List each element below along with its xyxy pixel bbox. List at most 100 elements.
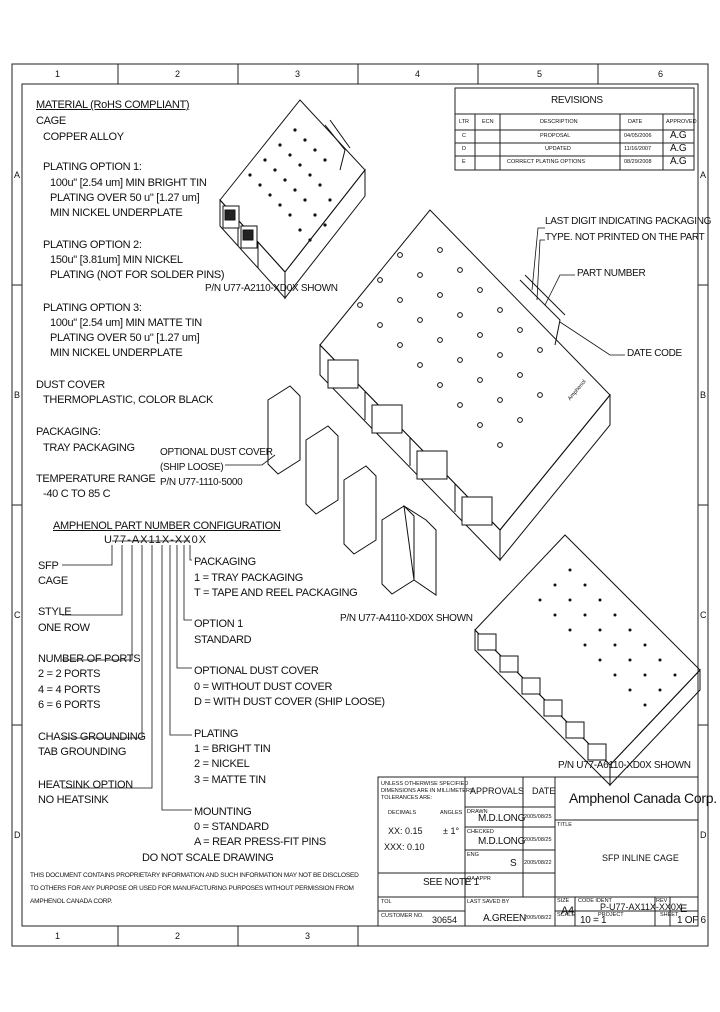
- packaging-type: TRAY PACKAGING: [43, 442, 135, 454]
- tol-line-1: UNLESS OTHERWISE SPECIFIED: [381, 781, 469, 787]
- dust-cover-heading: DUST COVER: [36, 379, 105, 391]
- option1-standard: STANDARD: [194, 634, 252, 646]
- cage-6port-drawing: [474, 534, 701, 787]
- tol-decimals: DECIMALS: [388, 810, 417, 816]
- dust-covers-drawing: [267, 385, 437, 596]
- packaging-heading: PACKAGING:: [36, 426, 101, 438]
- company-name: Amphenol Canada Corp.: [569, 790, 717, 806]
- leader-lines: [62, 227, 625, 811]
- tol-angle-value: ± 1°: [443, 826, 460, 836]
- rev-header-ltr: LTR: [459, 119, 469, 125]
- ports-4: 4 = 4 PORTS: [38, 684, 101, 696]
- zone-col-2: 2: [175, 69, 181, 79]
- plating-code-1: 1 = BRIGHT TIN: [194, 743, 271, 755]
- rev-row-approved: A.G: [670, 130, 687, 141]
- checked-date: 2005/08/25: [524, 837, 552, 843]
- plating-option-2-line-2: PLATING (NOT FOR SOLDER PINS): [50, 269, 225, 281]
- rev-value: E: [680, 903, 688, 915]
- size-value: A4: [561, 905, 574, 917]
- packaging-code-1: 1 = TRAY PACKAGING: [194, 572, 304, 584]
- chassis-heading: CHASIS GROUNDING: [38, 731, 146, 743]
- rev-header-ecn: ECN: [482, 119, 494, 125]
- rev-row-approved: A.G: [670, 156, 687, 167]
- tol-xxx: XXX: 0.10: [384, 842, 425, 852]
- style-one-row: ONE ROW: [38, 622, 90, 634]
- rev-row-approved: A.G: [670, 143, 687, 154]
- cage-6port-holes: [538, 568, 677, 707]
- rev-row-date: 08/29/2008: [624, 159, 652, 165]
- tol-angles: ANGLES: [440, 810, 463, 816]
- zone-row-a: A: [14, 170, 21, 180]
- size-label: SIZE: [557, 898, 570, 904]
- drawing-number: P-U77-AX11X-XX0X: [600, 902, 682, 912]
- zone-col-3-bottom: 3: [305, 931, 311, 941]
- rev-row-date: 04/05/2006: [624, 133, 652, 139]
- scale-value: 10 = 1: [580, 915, 607, 926]
- callout-part-number: PART NUMBER: [577, 268, 646, 279]
- qa-label: QA APPR: [467, 876, 491, 882]
- customer-label: CUSTOMER NO.: [381, 913, 424, 919]
- callout-dust-3: P/N U77-1110-5000: [160, 477, 243, 488]
- scale-label: SCALE: [557, 912, 576, 918]
- plating-option-3-line-1: 100u" [2.54 um] MIN MATTE TIN: [50, 317, 202, 329]
- zone-col-1: 1: [55, 69, 61, 79]
- rev-row-ltr: C: [462, 133, 466, 139]
- option1-heading: OPTION 1: [194, 618, 243, 630]
- zone-col-6: 6: [658, 69, 664, 79]
- ports-6: 6 = 6 PORTS: [38, 699, 101, 711]
- drawn-date: 2005/08/25: [524, 814, 552, 820]
- heatsink-none: NO HEATSINK: [38, 794, 109, 806]
- rev-row-ltr: E: [462, 159, 466, 165]
- cage-2port-drawing: [219, 99, 366, 300]
- callout-6port: P/N U77-A6110-XD0X SHOWN: [558, 760, 691, 771]
- revisions-title: REVISIONS: [551, 95, 603, 106]
- project-label: PROJECT: [598, 912, 624, 918]
- callout-dust-2: (SHIP LOOSE): [160, 462, 224, 473]
- rev-header-desc: DESCRIPTION: [540, 119, 578, 125]
- sfp-label: SFP: [38, 560, 59, 572]
- zone-col-4: 4: [415, 69, 421, 79]
- plating-option-1-line-2: PLATING OVER 50 u" [1.27 um]: [50, 192, 200, 204]
- copper-label: COPPER ALLOY: [43, 131, 124, 143]
- checked-label: CHECKED: [467, 829, 494, 835]
- tol-line-2: DIMENSIONS ARE IN MILLIMETERS: [381, 788, 474, 794]
- last-saved-by: A.GREEN: [483, 913, 526, 924]
- plating-code-heading: PLATING: [194, 728, 239, 740]
- plating-option-3-line-3: MIN NICKEL UNDERPLATE: [50, 347, 183, 359]
- eng-by: S: [510, 858, 517, 869]
- zone-col-2-bottom: 2: [175, 931, 181, 941]
- last-saved-label: LAST SAVED BY: [467, 899, 510, 905]
- rev-header-appr: APPROVED: [666, 119, 697, 125]
- rev-header-date: DATE: [628, 119, 643, 125]
- customer-number: 30654: [432, 915, 458, 925]
- eng-date: 2005/08/22: [524, 860, 552, 866]
- dust-cover-material: THERMOPLASTIC, COLOR BLACK: [43, 394, 214, 406]
- proprietary-line-2: TO OTHERS FOR ANY PURPOSE OR USED FOR MA…: [30, 885, 354, 892]
- pn-config-code: U77-AX11X-XX0X: [104, 534, 208, 546]
- drawing-title: SFP INLINE CAGE: [602, 853, 679, 863]
- cage-4port-drawing: [319, 209, 611, 562]
- cage-type-label: CAGE: [38, 575, 68, 587]
- style-heading: STYLE: [38, 606, 72, 618]
- rev-label: REV: [656, 898, 668, 904]
- mounting-heading: MOUNTING: [194, 806, 252, 818]
- plating-code-3: 3 = MATTE TIN: [194, 774, 266, 786]
- zone-row-d-right: D: [700, 830, 707, 840]
- rev-row-ltr: D: [462, 146, 466, 152]
- zone-col-5: 5: [537, 69, 543, 79]
- cage-4port-holes: [357, 247, 543, 448]
- zone-row-a-right: A: [700, 170, 707, 180]
- callout-last-digit-2: TYPE. NOT PRINTED ON THE PART: [545, 232, 705, 243]
- drawn-label: DRAWN: [467, 809, 488, 815]
- sheet-label: SHEET: [660, 912, 679, 918]
- rev-row-date: 11/16/2007: [624, 146, 652, 152]
- title-label: TITLE: [557, 822, 572, 828]
- plating-option-1-heading: PLATING OPTION 1:: [43, 161, 142, 173]
- callout-dust-1: OPTIONAL DUST COVER: [160, 447, 273, 458]
- plating-option-3-line-2: PLATING OVER 50 u" [1.27 um]: [50, 332, 200, 344]
- checked-by: M.D.LONG: [478, 836, 526, 847]
- ports-2: 2 = 2 PORTS: [38, 668, 101, 680]
- zone-row-b: B: [14, 390, 21, 400]
